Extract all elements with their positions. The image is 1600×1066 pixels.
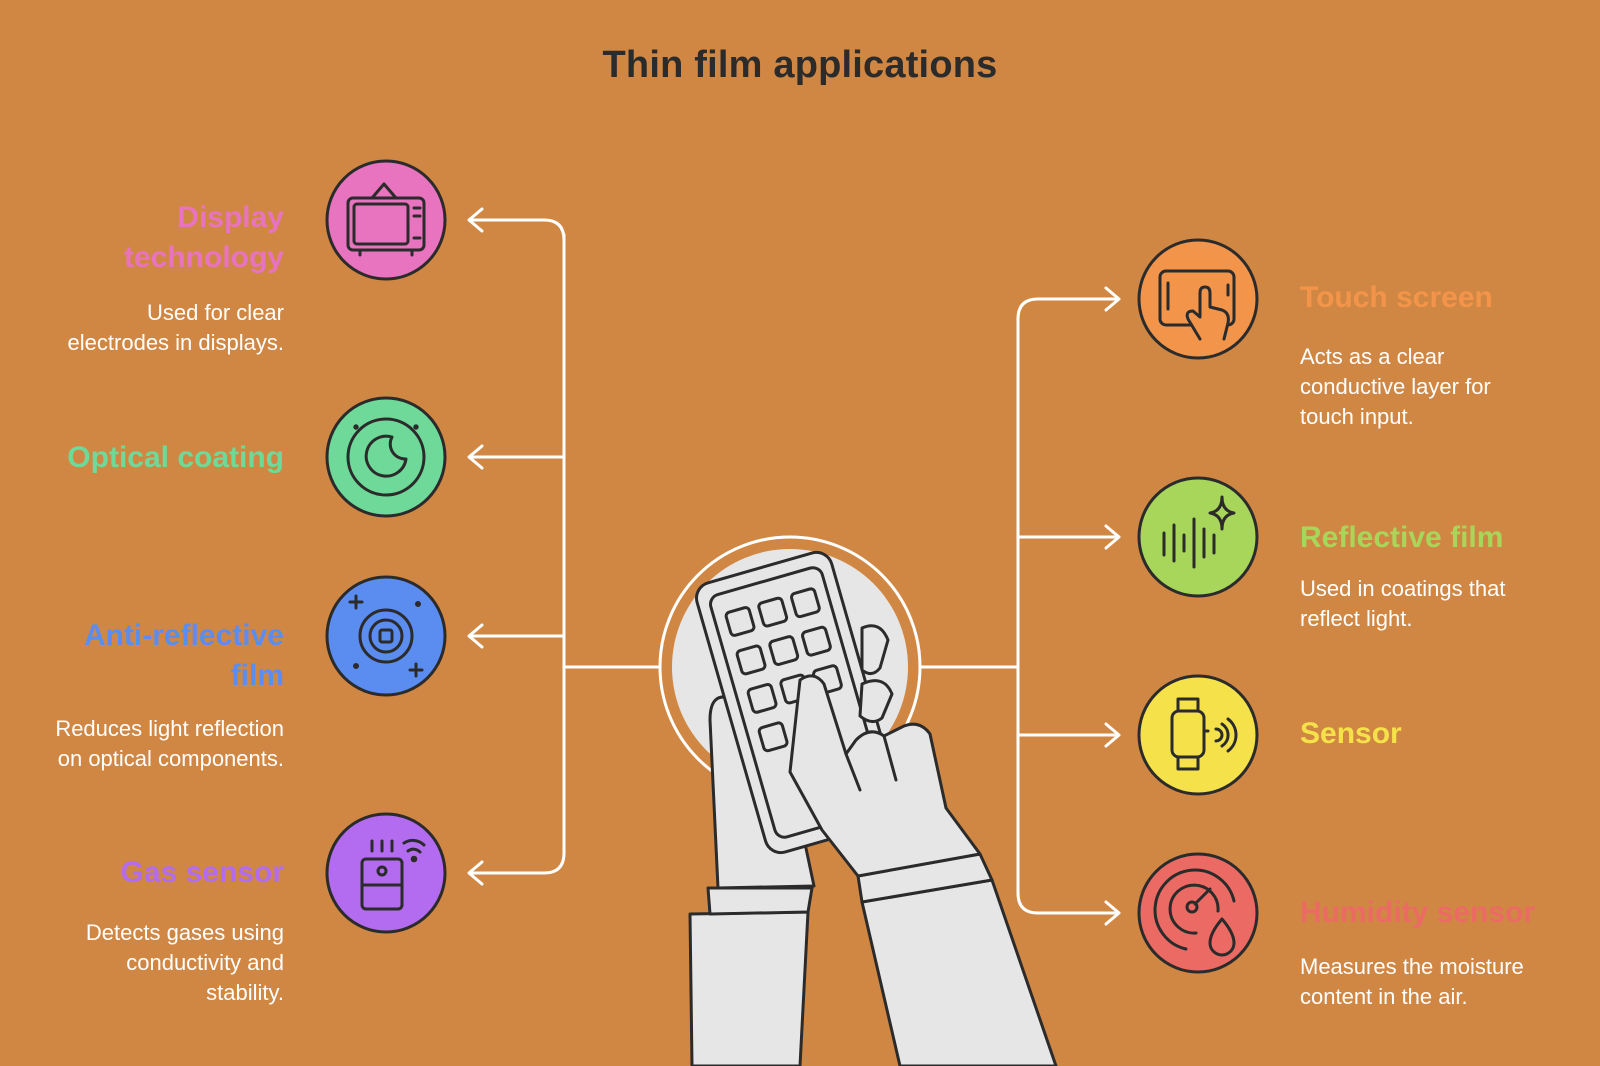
phone-key-5 [801,625,832,657]
right-hand [788,674,982,878]
arrowhead-left-3 [467,860,484,886]
label-optical-coating: Optical coating [67,441,284,474]
smartwatch-icon [1137,674,1259,796]
label-sensor: Sensor [1300,717,1402,750]
right-sleeve [860,878,1058,1066]
label-gas-sensor: Gas sensor [120,856,284,889]
phone-key-4 [768,635,800,666]
gauge-drop-icon [1137,852,1259,974]
phone-key-3 [735,644,767,676]
page-title: Thin film applications [602,44,998,86]
gas-detector-icon [325,812,447,934]
phone-key-0 [724,606,756,637]
left-cuff [706,886,814,916]
arrowhead-right-1 [1104,524,1121,550]
connector-lines [467,207,1121,926]
connector-left-bus [468,233,566,875]
finger-upper [860,624,890,675]
target-icon [325,575,447,697]
hands-phone-illustration [658,535,1058,1066]
phone-key-1 [757,596,789,628]
label-touch-screen: Touch screen [1300,281,1493,314]
arrowhead-left-2 [467,623,484,649]
phone-key-2 [790,587,821,619]
left-sleeve [688,910,810,1066]
arrowhead-left-0 [467,207,484,233]
label-humidity-sensor: Humidity sensor [1300,896,1536,929]
tablet-touch-icon [1137,238,1259,360]
connector-right-bus [1016,297,1120,915]
phone-key-6 [746,682,778,714]
sparkle-waves-icon [1137,476,1259,598]
finger-lower [858,679,894,723]
arrowhead-right-3 [1104,900,1121,926]
arrowhead-right-0 [1104,286,1121,312]
right-hand-knuckles [844,734,898,792]
arrowhead-right-2 [1104,722,1121,748]
connector-display-technology [468,218,566,242]
tv-icon [325,159,447,281]
phone-key-9 [757,721,789,753]
label-reflective-film: Reflective film [1300,521,1504,554]
arrowhead-left-1 [467,444,484,470]
moon-lens-icon [325,396,447,518]
